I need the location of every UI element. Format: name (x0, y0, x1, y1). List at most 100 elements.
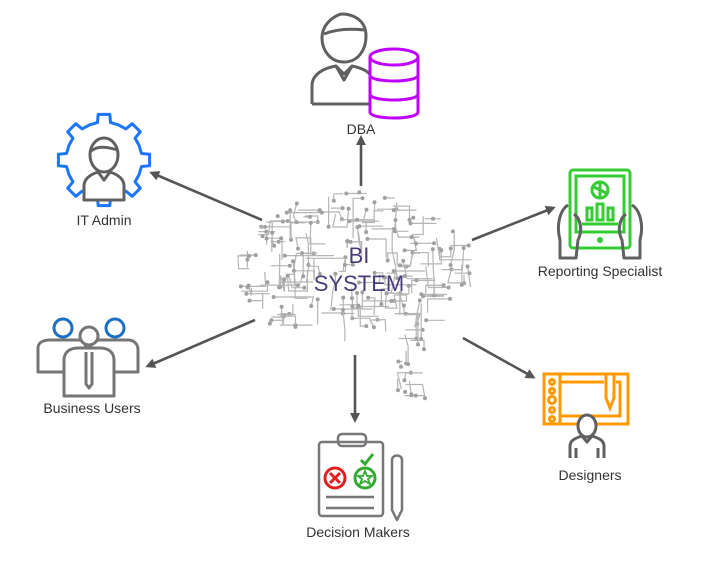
circuit-node (432, 241, 437, 246)
circuit-node (364, 230, 369, 235)
circuit-node (448, 263, 453, 267)
circuit-trace (352, 197, 363, 239)
circuit-trace (287, 273, 305, 289)
circuit-node (287, 263, 292, 268)
circuit-node (360, 196, 365, 201)
circuit-node (406, 283, 411, 288)
circuit-node (423, 396, 427, 401)
circuit-node (282, 277, 287, 282)
circuit-node (308, 220, 313, 225)
circuit-node (409, 392, 414, 397)
circuit-node (430, 247, 435, 252)
circuit-node (364, 324, 369, 329)
circuit-node (345, 239, 350, 244)
circuit-node (448, 296, 452, 301)
circuit-trace (391, 230, 398, 279)
circuit-node (450, 229, 455, 234)
circuit-node (317, 208, 322, 213)
circuit-node (372, 270, 377, 275)
database-admin-icon (310, 12, 420, 120)
user-group-icon (36, 317, 140, 398)
clipboard-decision-icon (317, 432, 404, 522)
circuit-node (357, 280, 361, 285)
circuit-node (269, 318, 274, 323)
circuit-trace (240, 271, 267, 287)
circuit-trace (387, 252, 398, 266)
circuit-node (238, 284, 243, 289)
node-label-dba: DBA (346, 121, 376, 137)
circuit-trace (342, 309, 346, 342)
circuit-trace (386, 292, 401, 315)
circuit-node (333, 271, 338, 276)
circuit-node (356, 303, 361, 308)
circuit-node (371, 325, 376, 330)
circuit-node (355, 217, 360, 222)
circuit-node (422, 347, 426, 352)
circuit-trace (350, 241, 363, 257)
circuit-trace (271, 316, 285, 325)
circuit-node (401, 258, 406, 263)
circuit-node (294, 201, 299, 206)
circuit-trace (447, 269, 466, 284)
circuit-node (417, 298, 422, 303)
circuit-node (264, 236, 269, 241)
circuit-node (331, 307, 336, 311)
circuit-trace (411, 279, 436, 294)
circuit-node (461, 246, 466, 250)
circuit-node (399, 364, 403, 369)
circuit-node (365, 237, 370, 241)
circuit-node (402, 378, 407, 383)
circuit-node (270, 230, 275, 235)
circuit-node (271, 295, 276, 299)
circuit-trace (267, 237, 283, 260)
circuit-node (448, 246, 453, 251)
circuit-node (396, 359, 401, 364)
circuit-node (389, 299, 394, 303)
circuit-node (247, 298, 252, 303)
circuit-node (317, 272, 322, 276)
circuit-node (246, 283, 251, 288)
circuit-node (346, 206, 351, 211)
circuit-node (366, 295, 371, 300)
circuit-trace (414, 312, 419, 345)
arrows (145, 135, 556, 423)
circuit-node (341, 295, 346, 300)
circuit-node (355, 291, 359, 295)
circuit-trace (441, 247, 465, 271)
circuit-node (295, 283, 300, 288)
circuit-trace (400, 252, 421, 266)
circuit-node (441, 283, 446, 288)
circuit-trace (404, 334, 409, 365)
circuit-node (294, 220, 299, 225)
circuit-trace (352, 292, 363, 309)
circuit-node (315, 297, 320, 302)
tablet-report-icon (556, 168, 644, 260)
circuit-node (348, 239, 353, 244)
circuit-node (276, 239, 281, 244)
circuit-trace (359, 274, 381, 284)
circuit-node (382, 195, 387, 200)
circuit-node (413, 393, 418, 398)
circuit-node (465, 264, 470, 269)
circuit-node (408, 221, 413, 226)
circuit-node (341, 307, 345, 312)
circuit-node (409, 235, 414, 240)
circuit-trace (330, 273, 336, 311)
circuit-node (357, 224, 362, 229)
circuit-trace (280, 276, 285, 293)
circuit-node (411, 215, 416, 220)
circuit-node (277, 285, 282, 290)
arrow-to-it-admin (149, 171, 263, 222)
circuit-node (414, 278, 419, 283)
circuit-node (331, 198, 336, 203)
circuit-trace (377, 319, 387, 332)
circuit-node (364, 207, 369, 212)
circuit-node (350, 304, 355, 309)
circuit-node (403, 389, 408, 394)
circuit-node (245, 257, 250, 262)
circuit-trace (392, 205, 411, 220)
circuit-node (302, 285, 307, 290)
circuit-trace (299, 255, 304, 284)
arrow-to-designers (462, 336, 536, 379)
circuit-trace (357, 305, 379, 317)
